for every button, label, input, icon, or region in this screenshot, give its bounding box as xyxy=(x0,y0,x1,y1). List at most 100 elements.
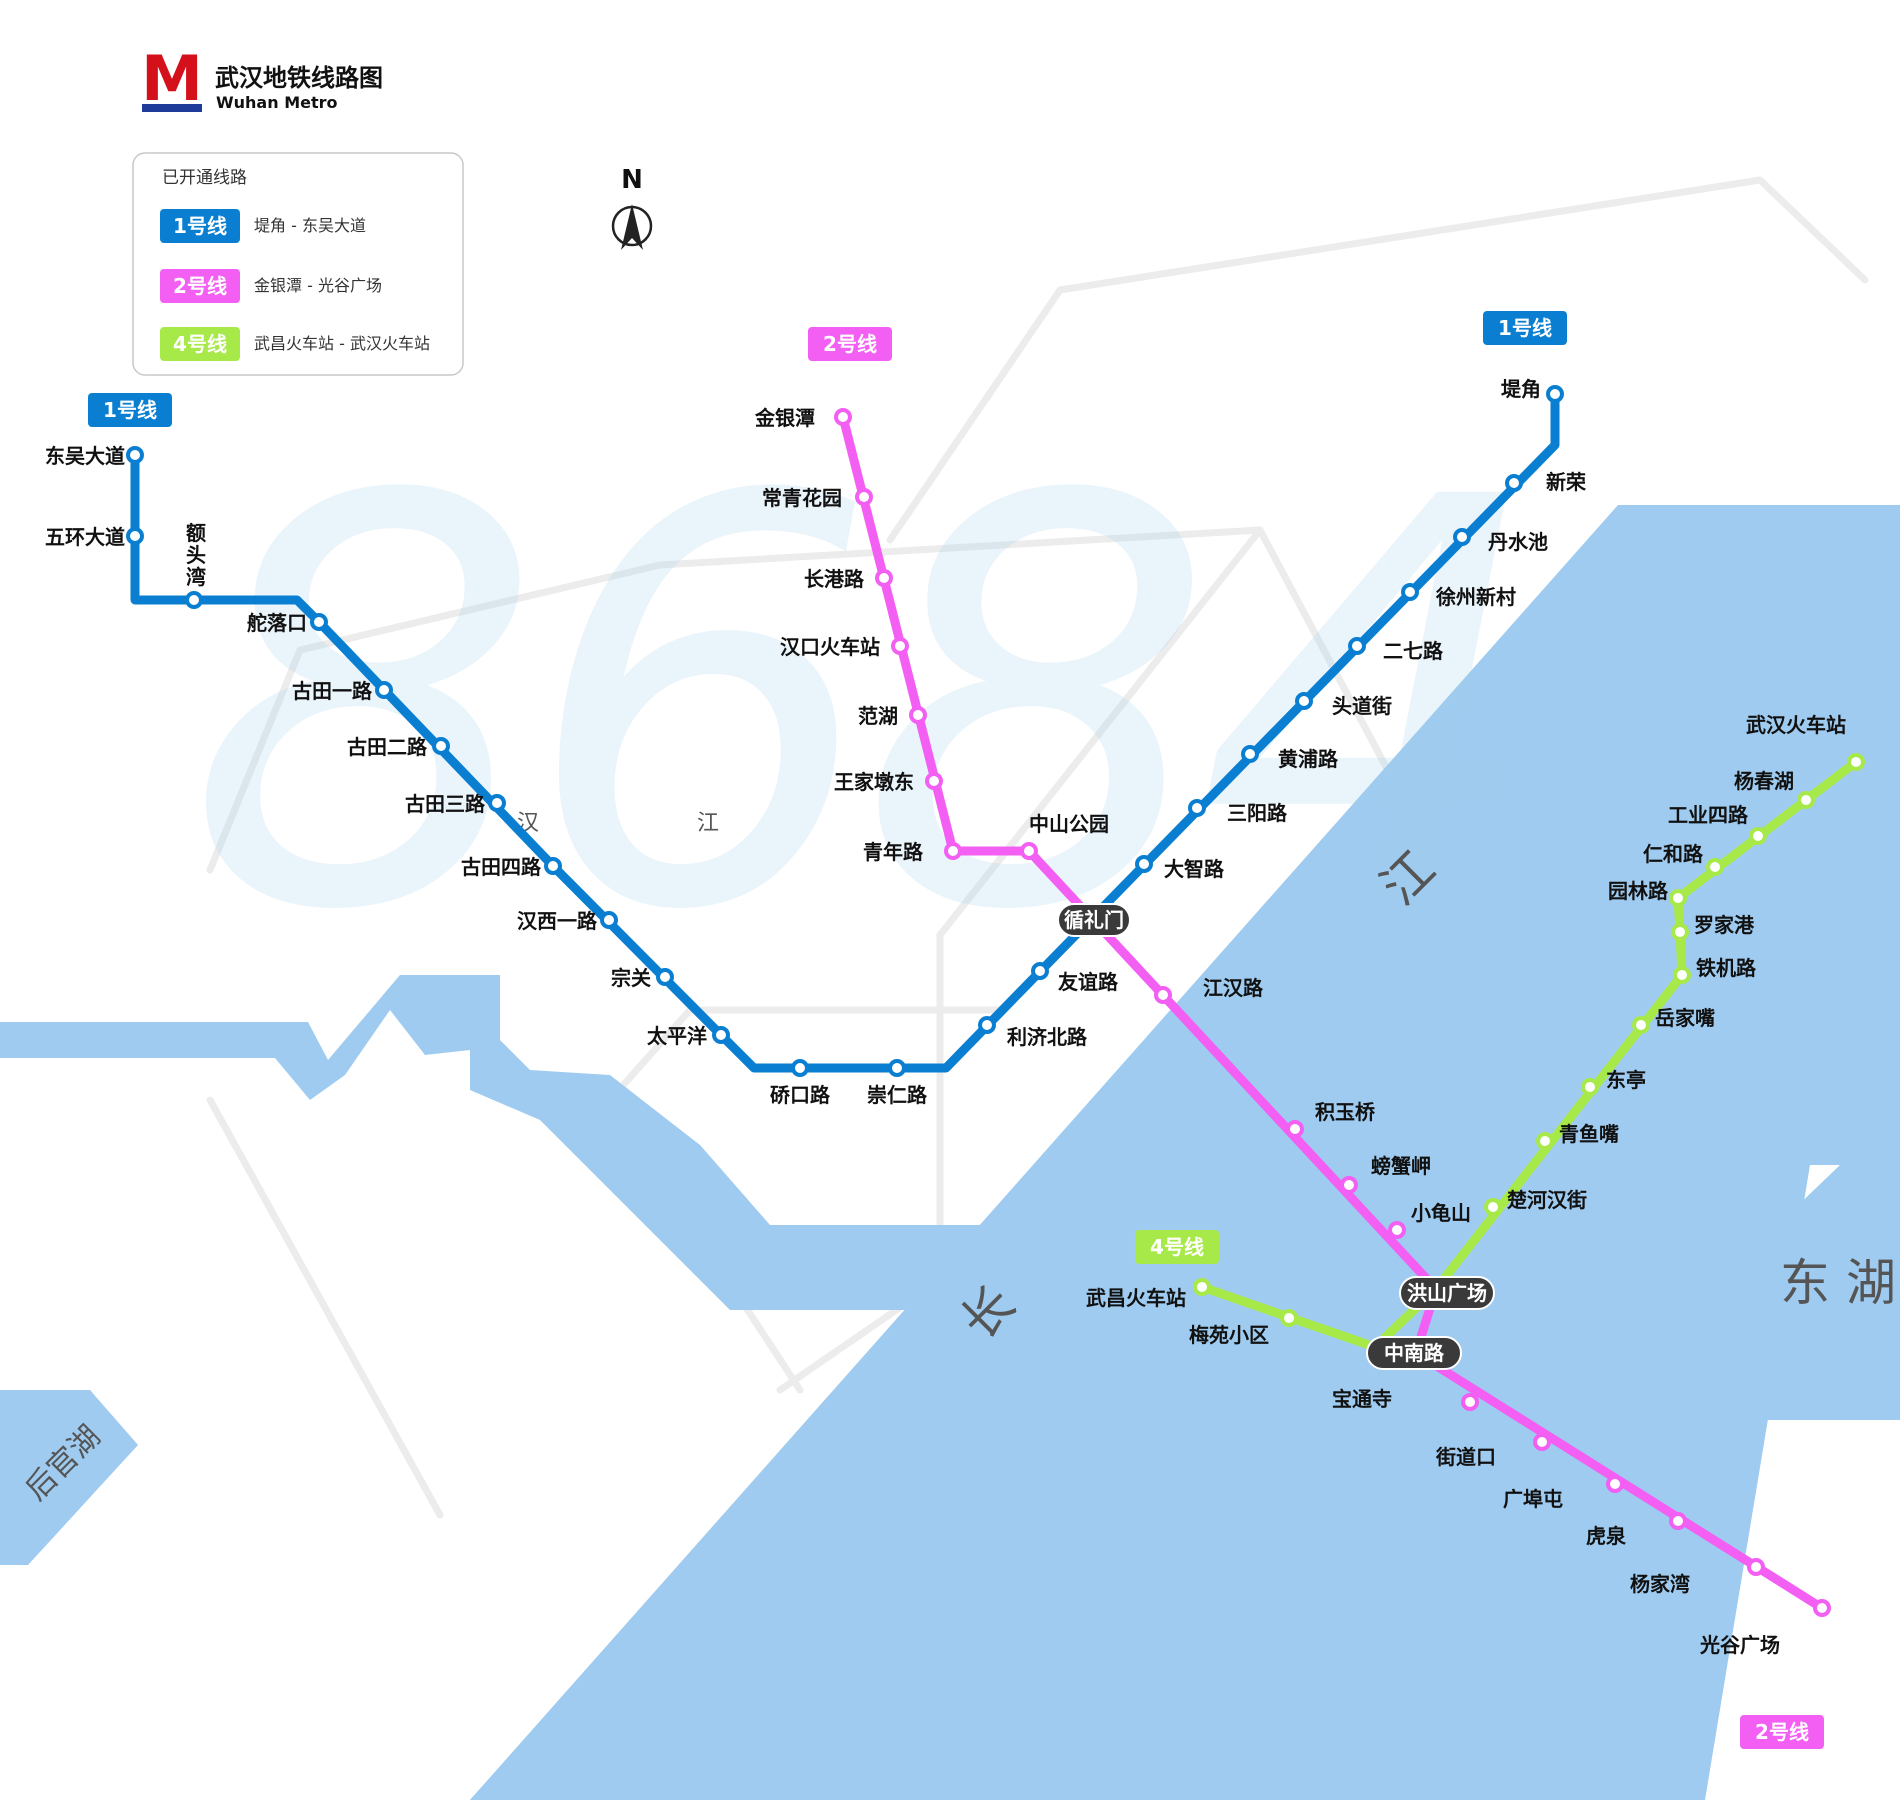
station-marker[interactable] xyxy=(375,681,393,699)
station-line1[interactable]: 东吴大道 xyxy=(45,444,144,468)
interchange-marker[interactable] xyxy=(1366,1336,1462,1370)
station-marker[interactable] xyxy=(1847,753,1865,771)
station-marker[interactable] xyxy=(1747,1558,1765,1576)
station-marker[interactable] xyxy=(1280,1309,1298,1327)
station-marker[interactable] xyxy=(1401,583,1419,601)
station-line4[interactable]: 罗家港 xyxy=(1671,913,1755,941)
interchange-station[interactable]: 中南路 xyxy=(1366,1336,1462,1370)
station-marker[interactable] xyxy=(1706,858,1724,876)
station-line2[interactable]: 江汉路 xyxy=(1154,976,1264,1004)
station-marker[interactable] xyxy=(1632,1016,1650,1034)
station-line1[interactable]: 古田一路 xyxy=(292,679,393,703)
station-marker[interactable] xyxy=(1295,692,1313,710)
station-marker[interactable] xyxy=(1031,962,1049,980)
station-line1[interactable]: 古田二路 xyxy=(347,735,450,759)
interchange-station[interactable]: 循礼门 xyxy=(1057,903,1131,937)
station-marker[interactable] xyxy=(1669,1512,1687,1530)
station-line1[interactable]: 堤角 xyxy=(1501,377,1564,403)
station-marker[interactable] xyxy=(1193,1278,1211,1296)
station-line2[interactable]: 光谷广场 xyxy=(1699,1599,1831,1657)
station-line2[interactable]: 杨家湾 xyxy=(1630,1558,1765,1596)
station-marker[interactable] xyxy=(1484,1198,1502,1216)
station-line1[interactable]: 黄浦路 xyxy=(1241,745,1339,771)
station-marker[interactable] xyxy=(1020,842,1038,860)
station-marker[interactable] xyxy=(1188,799,1206,817)
station-marker[interactable] xyxy=(1533,1433,1551,1451)
station-marker[interactable] xyxy=(1797,791,1815,809)
station-line4[interactable]: 杨春湖 xyxy=(1734,769,1815,809)
station-line2[interactable]: 广埠屯 xyxy=(1503,1475,1624,1511)
station-line2[interactable]: 中山公园 xyxy=(1020,812,1109,860)
station-marker[interactable] xyxy=(1388,1221,1406,1239)
station-marker[interactable] xyxy=(978,1016,996,1034)
station-line2[interactable]: 长港路 xyxy=(804,567,893,591)
station-line1[interactable]: 丹水池 xyxy=(1453,528,1548,554)
station-line1[interactable]: 五环大道 xyxy=(45,525,144,549)
station-marker[interactable] xyxy=(1286,1120,1304,1138)
station-line1[interactable]: 新荣 xyxy=(1505,470,1587,494)
station-marker[interactable] xyxy=(1749,827,1767,845)
station-line2[interactable]: 青年路 xyxy=(863,840,962,864)
station-line1[interactable]: 硚口路 xyxy=(770,1059,831,1107)
station-marker[interactable] xyxy=(432,737,450,755)
station-line4[interactable]: 东亭 xyxy=(1581,1068,1646,1096)
station-line1[interactable]: 额头湾 xyxy=(185,521,206,609)
station-marker[interactable] xyxy=(1813,1599,1831,1617)
station-marker[interactable] xyxy=(712,1026,730,1044)
station-marker[interactable] xyxy=(1154,986,1172,1004)
station-marker[interactable] xyxy=(1241,745,1259,763)
station-line2[interactable]: 常青花园 xyxy=(762,486,873,510)
station-marker[interactable] xyxy=(1671,923,1689,941)
station-marker[interactable] xyxy=(656,968,674,986)
station-line1[interactable]: 二七路 xyxy=(1348,637,1444,663)
station-line1[interactable]: 古田四路 xyxy=(461,855,562,879)
station-line2[interactable]: 螃蟹岬 xyxy=(1340,1154,1431,1194)
station-line1[interactable]: 三阳路 xyxy=(1188,799,1288,825)
station-line1[interactable]: 友谊路 xyxy=(1031,962,1119,994)
station-marker[interactable] xyxy=(185,591,203,609)
station-marker[interactable] xyxy=(791,1059,809,1077)
interchange-marker[interactable] xyxy=(1057,903,1131,937)
station-line4[interactable]: 梅苑小区 xyxy=(1189,1309,1298,1347)
station-line1[interactable]: 汉西一路 xyxy=(517,909,618,933)
station-marker[interactable] xyxy=(1546,385,1564,403)
station-marker[interactable] xyxy=(1505,474,1523,492)
station-marker[interactable] xyxy=(1453,528,1471,546)
station-marker[interactable] xyxy=(875,569,893,587)
station-marker[interactable] xyxy=(1348,637,1366,655)
station-line4[interactable]: 楚河汉街 xyxy=(1484,1188,1587,1216)
station-line4[interactable]: 青鱼嘴 xyxy=(1536,1122,1619,1150)
station-line2[interactable]: 王家墩东 xyxy=(834,770,943,794)
station-marker[interactable] xyxy=(1536,1132,1554,1150)
station-marker[interactable] xyxy=(944,842,962,860)
station-line1[interactable]: 古田三路 xyxy=(405,792,506,816)
station-marker[interactable] xyxy=(925,772,943,790)
station-marker[interactable] xyxy=(1135,855,1153,873)
station-line1[interactable]: 舵落口 xyxy=(247,611,328,635)
station-line4[interactable]: 岳家嘴 xyxy=(1632,1006,1715,1034)
station-marker[interactable] xyxy=(544,857,562,875)
station-marker[interactable] xyxy=(1461,1393,1479,1411)
station-line2[interactable]: 汉口火车站 xyxy=(780,635,909,659)
station-marker[interactable] xyxy=(126,446,144,464)
station-marker[interactable] xyxy=(1669,889,1687,907)
station-line1[interactable]: 利济北路 xyxy=(978,1016,1088,1049)
station-line1[interactable]: 头道街 xyxy=(1295,692,1392,718)
station-line2[interactable]: 虎泉 xyxy=(1586,1512,1687,1548)
station-line2[interactable]: 积玉桥 xyxy=(1286,1100,1376,1138)
station-line2[interactable]: 街道口 xyxy=(1435,1433,1551,1469)
interchange-marker[interactable] xyxy=(1399,1276,1495,1310)
station-marker[interactable] xyxy=(909,706,927,724)
station-line2[interactable]: 金银潭 xyxy=(754,406,852,430)
interchange-station[interactable]: 洪山广场 xyxy=(1399,1276,1495,1310)
station-marker[interactable] xyxy=(600,911,618,929)
station-marker[interactable] xyxy=(310,613,328,631)
station-line2[interactable]: 范湖 xyxy=(858,704,927,728)
station-line1[interactable]: 太平洋 xyxy=(647,1024,730,1048)
station-marker[interactable] xyxy=(855,488,873,506)
station-marker[interactable] xyxy=(891,637,909,655)
station-line4[interactable]: 园林路 xyxy=(1608,879,1687,907)
station-line4[interactable]: 武昌火车站 xyxy=(1086,1278,1211,1310)
station-line4[interactable]: 铁机路 xyxy=(1673,956,1757,984)
station-marker[interactable] xyxy=(1340,1176,1358,1194)
